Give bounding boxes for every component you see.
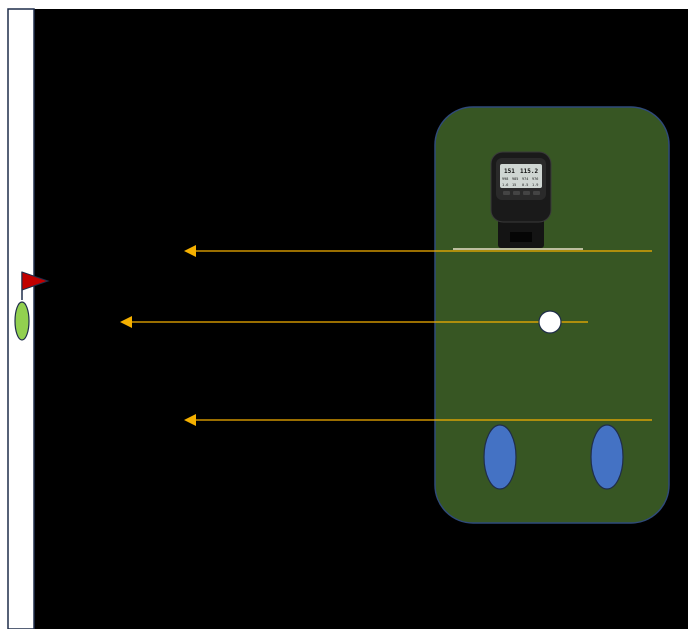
monitor-readout-2: 115.2 [520,168,538,175]
monitor-readout-3: 998 [502,177,508,181]
monitor-readout-5: 974 [522,177,528,181]
monitor-readout-7: 1.6 [502,183,508,187]
monitor-button [523,191,530,195]
monitor-readout-4: 985 [512,177,518,181]
monitor-lower-slot [510,232,532,242]
golf-ball [539,311,561,333]
monitor-readout-8: 15 [512,183,516,187]
monitor-readout-6: 976 [532,177,538,181]
right-foot-marker [591,425,623,489]
monitor-button [513,191,520,195]
target-green [15,302,29,340]
monitor-button [533,191,540,195]
monitor-readout-9: 0.5 [522,183,528,187]
monitor-readout-10: 1.9 [532,183,538,187]
left-foot-marker [484,425,516,489]
monitor-button [503,191,510,195]
monitor-readout-1: 151 [504,168,515,175]
